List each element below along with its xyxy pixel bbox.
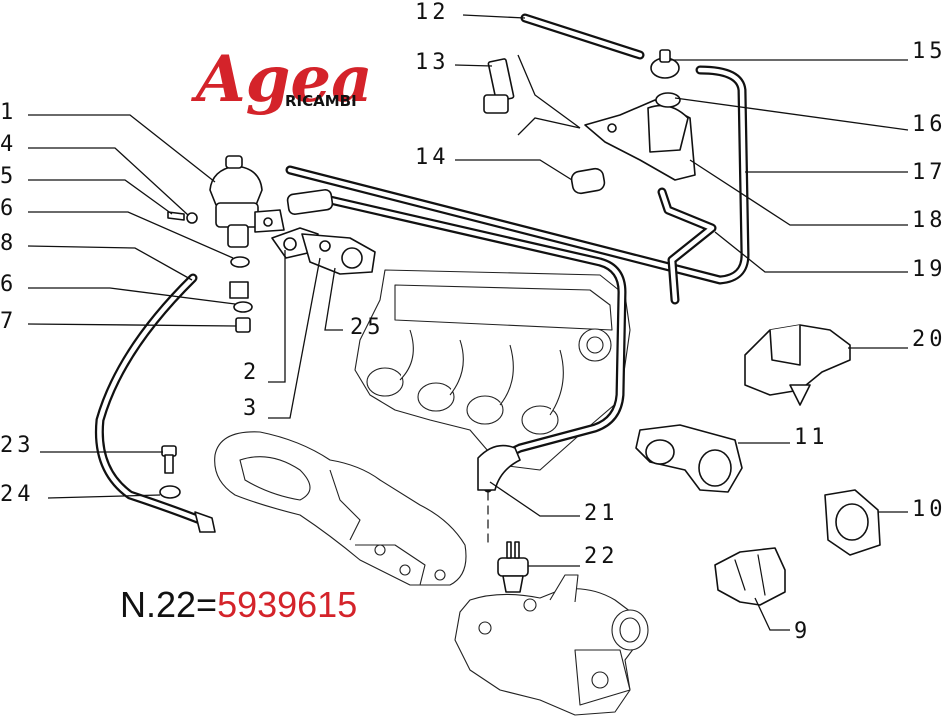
callout-16: 16 bbox=[912, 112, 947, 137]
hose-21 bbox=[286, 189, 627, 493]
callout-14: 14 bbox=[415, 145, 450, 170]
leader-lines bbox=[27, 14, 909, 631]
note-value: 5939615 bbox=[217, 584, 357, 625]
intake-manifold-ghost bbox=[354, 269, 631, 471]
callout-6b: 6 bbox=[0, 272, 17, 297]
logo-brand: Agea bbox=[191, 42, 373, 117]
callout-3: 3 bbox=[243, 396, 260, 421]
callout-6a: 6 bbox=[0, 196, 17, 221]
callout-23: 23 bbox=[0, 433, 35, 458]
callout-7: 7 bbox=[0, 309, 17, 334]
thermostat-housing-ghost bbox=[454, 574, 649, 716]
callout-13: 13 bbox=[415, 50, 450, 75]
callout-2: 2 bbox=[243, 360, 260, 385]
callout-20: 20 bbox=[912, 327, 947, 352]
bracket-part-13-18 bbox=[483, 49, 696, 195]
callout-19: 19 bbox=[912, 257, 947, 282]
note-prefix: N.22= bbox=[120, 584, 217, 625]
hose-17 bbox=[285, 65, 750, 285]
callout-18: 18 bbox=[912, 208, 947, 233]
callout-4: 4 bbox=[0, 132, 17, 157]
ground-strap-8 bbox=[94, 273, 216, 533]
callout-5: 5 bbox=[0, 164, 17, 189]
callout-25: 25 bbox=[350, 315, 385, 340]
valve-part-1 bbox=[209, 155, 285, 248]
hose-12 bbox=[520, 13, 645, 60]
callout-8: 8 bbox=[0, 231, 17, 256]
callout-labels: 1 4 5 6 8 6 7 2 3 25 23 24 12 13 14 15 1… bbox=[0, 0, 947, 644]
callout-1: 1 bbox=[0, 100, 17, 125]
exhaust-manifold-ghost bbox=[214, 431, 467, 586]
gasket-part-2-3 bbox=[271, 227, 376, 275]
svg-text:N.22=5939615: N.22=5939615 bbox=[120, 584, 357, 625]
hose-19 bbox=[657, 187, 717, 305]
callout-10: 10 bbox=[912, 497, 947, 522]
agea-logo: Agea RICAMBI bbox=[191, 42, 373, 117]
logo-subtitle: RICAMBI bbox=[285, 92, 357, 110]
callout-24: 24 bbox=[0, 482, 35, 507]
callout-17: 17 bbox=[912, 160, 947, 185]
sensor-part-22 bbox=[487, 491, 529, 593]
callout-11: 11 bbox=[794, 425, 829, 450]
callout-9: 9 bbox=[794, 619, 811, 644]
clips-part-9-10-11-20 bbox=[635, 324, 881, 606]
callout-12: 12 bbox=[415, 0, 450, 25]
part-number-note: N.22=5939615 bbox=[120, 584, 357, 625]
callout-21: 21 bbox=[584, 501, 619, 526]
callout-15: 15 bbox=[912, 39, 947, 64]
callout-22: 22 bbox=[584, 544, 619, 569]
